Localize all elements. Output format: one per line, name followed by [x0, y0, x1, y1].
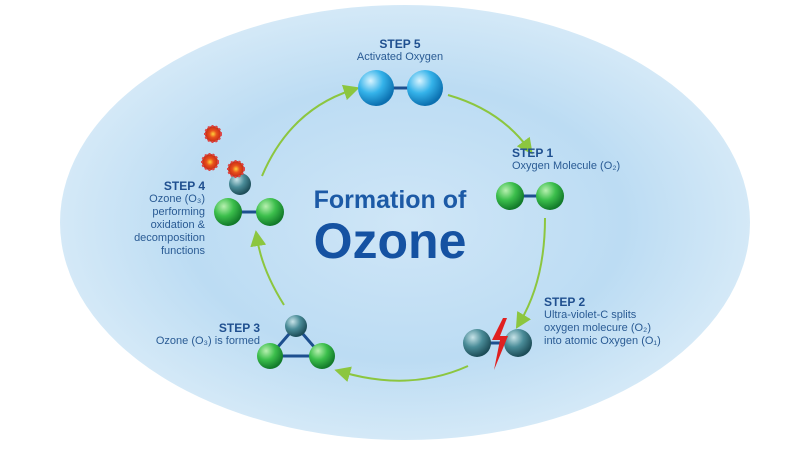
- arrow-2-to-3: [334, 365, 469, 382]
- step2-line: into atomic Oxygen (O₁): [544, 335, 661, 347]
- arrow-5-to-1: [447, 94, 533, 155]
- step2-label: STEP 2 Ultra-violet-C splits oxygen mole…: [544, 296, 661, 348]
- arrow-3-to-4: [250, 230, 285, 306]
- step2-heading: STEP 2: [544, 295, 586, 309]
- step4-line: functions: [160, 245, 205, 257]
- oxygen-molecule-o2: [496, 182, 564, 210]
- activated-oxygen-molecule: [358, 70, 443, 106]
- step3-heading: STEP 3: [218, 321, 260, 335]
- title-line-1: Formation of: [313, 186, 467, 214]
- step3-label: STEP 3 Ozone (O₃) is formed: [130, 322, 260, 348]
- step1-label: STEP 1 Oxygen Molecule (O₂): [512, 147, 620, 173]
- arrow-4-to-5: [261, 84, 360, 177]
- title-line-2: Ozone: [313, 213, 467, 269]
- lightning-icon: [492, 318, 508, 370]
- step4-heading: STEP 4: [163, 179, 205, 193]
- step4-line: decomposition: [134, 232, 205, 244]
- ozone-oxidation-molecule: [214, 173, 284, 226]
- contaminant-icons: [201, 125, 245, 178]
- step5-heading: STEP 5: [379, 37, 421, 51]
- step5-text: Activated Oxygen: [356, 51, 444, 63]
- background-ellipse: [60, 5, 750, 440]
- split-oxygen-molecule: [463, 318, 532, 370]
- step5-label: STEP 5 Activated Oxygen: [330, 38, 470, 64]
- ozone-molecule-o3: [257, 315, 335, 369]
- step2-line: oxygen molecure (O₂): [544, 322, 651, 334]
- step4-line: Ozone (O₃): [149, 193, 205, 205]
- step4-label: STEP 4 Ozone (O₃) performing oxidation &…: [110, 180, 205, 258]
- step3-text: Ozone (O₃) is formed: [155, 335, 260, 347]
- step4-line: oxidation &: [150, 219, 205, 231]
- arrow-1-to-2: [515, 217, 546, 329]
- step4-line: performing: [152, 206, 205, 218]
- step2-line: Ultra-violet-C splits: [544, 309, 637, 321]
- step1-heading: STEP 1: [512, 146, 554, 160]
- step1-text: Oxygen Molecule (O₂): [512, 160, 621, 172]
